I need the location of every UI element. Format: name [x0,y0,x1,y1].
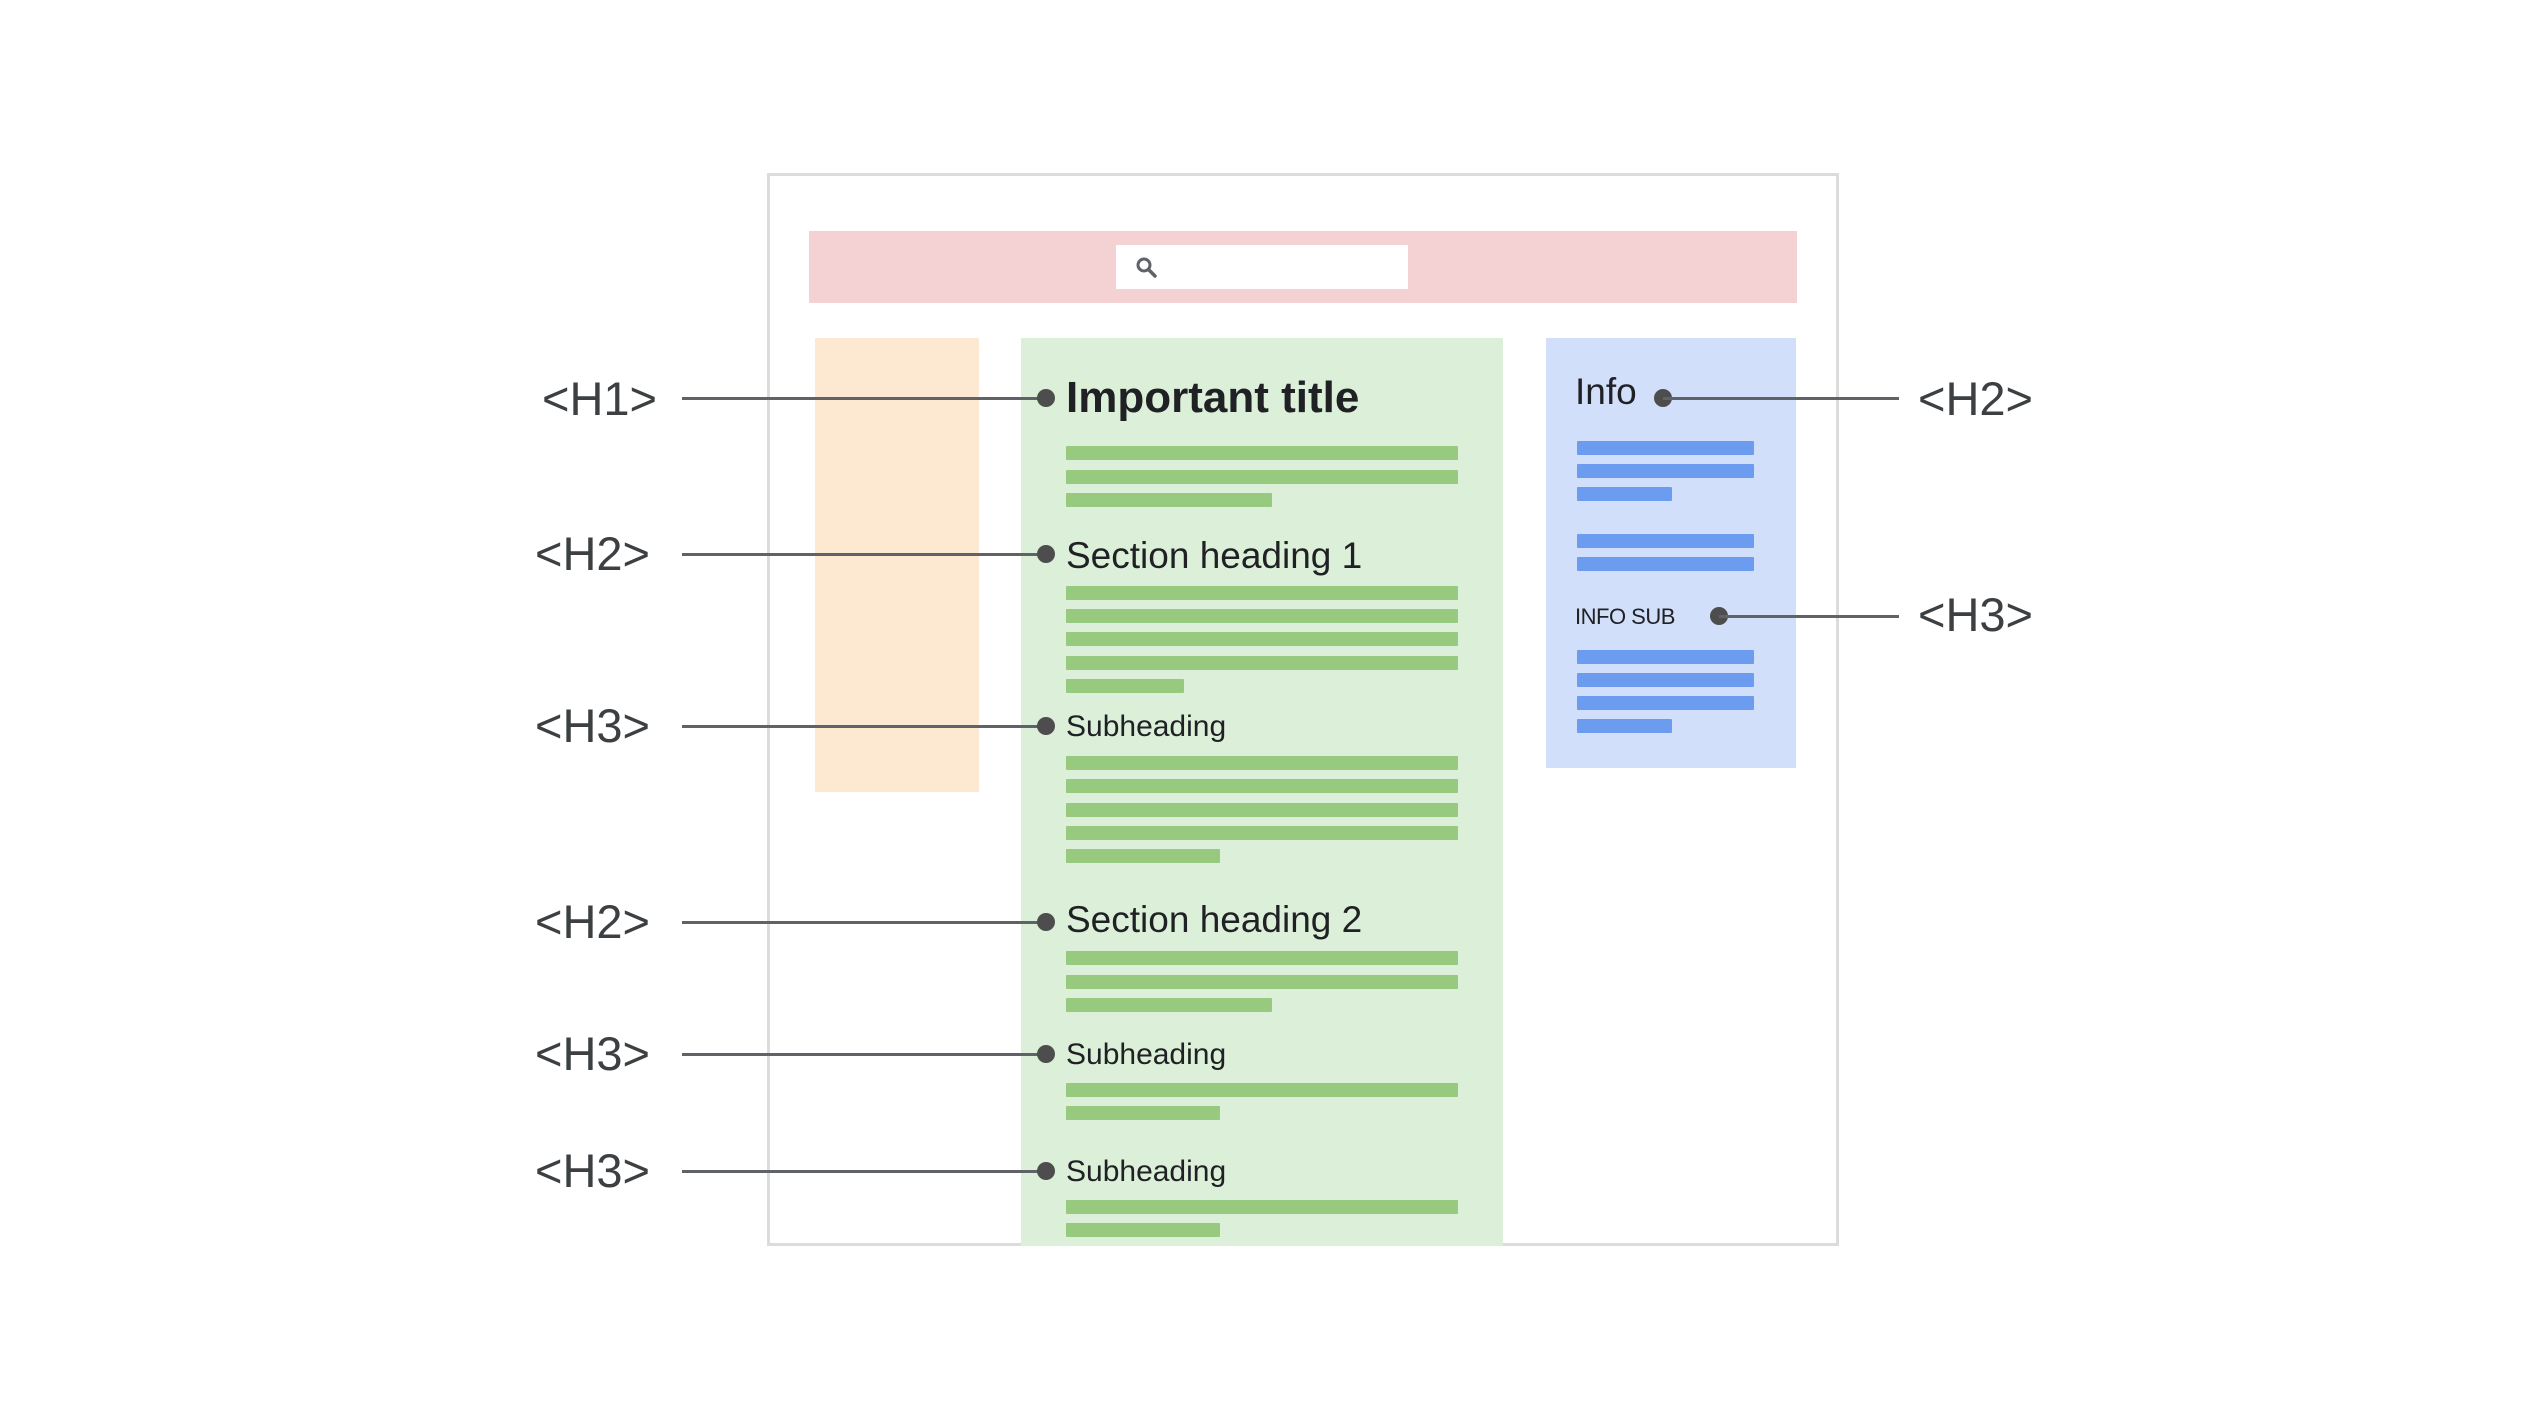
left-navigation-column [815,338,979,792]
text-line [1066,849,1220,863]
leader-dot [1037,913,1055,931]
leader-line [682,397,1046,400]
search-input[interactable] [1116,245,1408,289]
info-subheading: INFO SUB [1575,604,1675,629]
text-line [1066,1106,1220,1120]
tag-h2-section-2: <H2> [535,895,650,948]
info-text-line [1577,673,1754,687]
subheading-2: Subheading [1066,1038,1227,1071]
info-text-line [1577,650,1754,664]
leader-line [682,1053,1046,1056]
text-line [1066,609,1458,623]
info-text-line [1577,696,1754,710]
leader-line [1663,397,1899,400]
leader-dot [1037,1045,1055,1063]
text-line [1066,826,1458,840]
leader-dot [1037,545,1055,563]
leader-line [682,921,1046,924]
leader-dot [1037,389,1055,407]
tag-h3-subheading-3: <H3> [535,1144,650,1197]
text-line [1066,493,1272,507]
subheading-1: Subheading [1066,710,1227,743]
leader-dot [1037,717,1055,735]
tag-h2-info: <H2> [1918,372,2033,425]
info-text-line [1577,464,1754,478]
section-heading-2: Section heading 2 [1066,899,1363,940]
info-text-line [1577,441,1754,455]
search-icon [1136,257,1157,278]
text-line [1066,1083,1458,1097]
text-line [1066,998,1272,1012]
text-line [1066,679,1184,693]
section-heading-1: Section heading 1 [1066,535,1363,576]
tag-h3-subheading-2: <H3> [535,1027,650,1080]
text-line [1066,756,1458,770]
leader-line [682,553,1046,556]
tag-h3-subheading-1: <H3> [535,699,650,752]
text-line [1066,1223,1220,1237]
leader-dot [1037,1162,1055,1180]
important-title-heading: Important title [1066,373,1360,422]
text-line [1066,656,1458,670]
info-text-line [1577,534,1754,548]
info-text-line [1577,487,1672,501]
subheading-3: Subheading [1066,1155,1227,1188]
leader-line [682,1170,1046,1173]
text-line [1066,586,1458,600]
leader-line [1719,615,1899,618]
text-line [1066,951,1458,965]
info-text-line [1577,719,1672,733]
info-heading: Info [1575,371,1637,412]
text-line [1066,1200,1458,1214]
text-line [1066,446,1458,460]
text-line [1066,632,1458,646]
tag-h1: <H1> [542,372,657,425]
info-text-line [1577,557,1754,571]
tag-h3-info-sub: <H3> [1918,588,2033,641]
text-line [1066,470,1458,484]
text-line [1066,975,1458,989]
text-line [1066,779,1458,793]
tag-h2-section-1: <H2> [535,527,650,580]
leader-line [682,725,1046,728]
text-line [1066,803,1458,817]
